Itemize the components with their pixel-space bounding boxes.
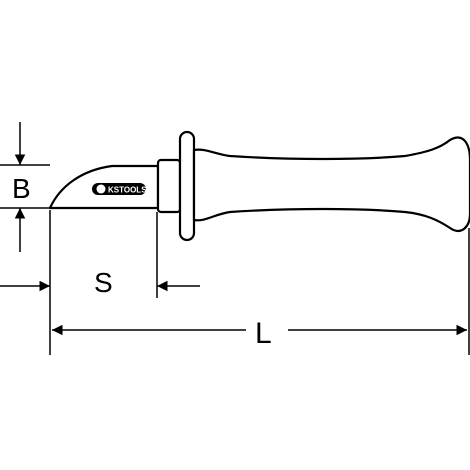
kstools-logo: KSTOOLS [92, 183, 147, 195]
logo-text: KSTOOLS [108, 186, 147, 195]
knife-outline [48, 130, 470, 242]
handle [192, 136, 470, 232]
dimension-b-label: B [12, 173, 31, 204]
dimension-l [52, 228, 470, 355]
guard [156, 158, 182, 214]
dimension-b [0, 122, 50, 252]
dimension-s-label: S [94, 267, 113, 298]
dimension-s [0, 210, 200, 355]
guard-flange [178, 130, 196, 242]
dimension-l-label: L [255, 317, 272, 350]
